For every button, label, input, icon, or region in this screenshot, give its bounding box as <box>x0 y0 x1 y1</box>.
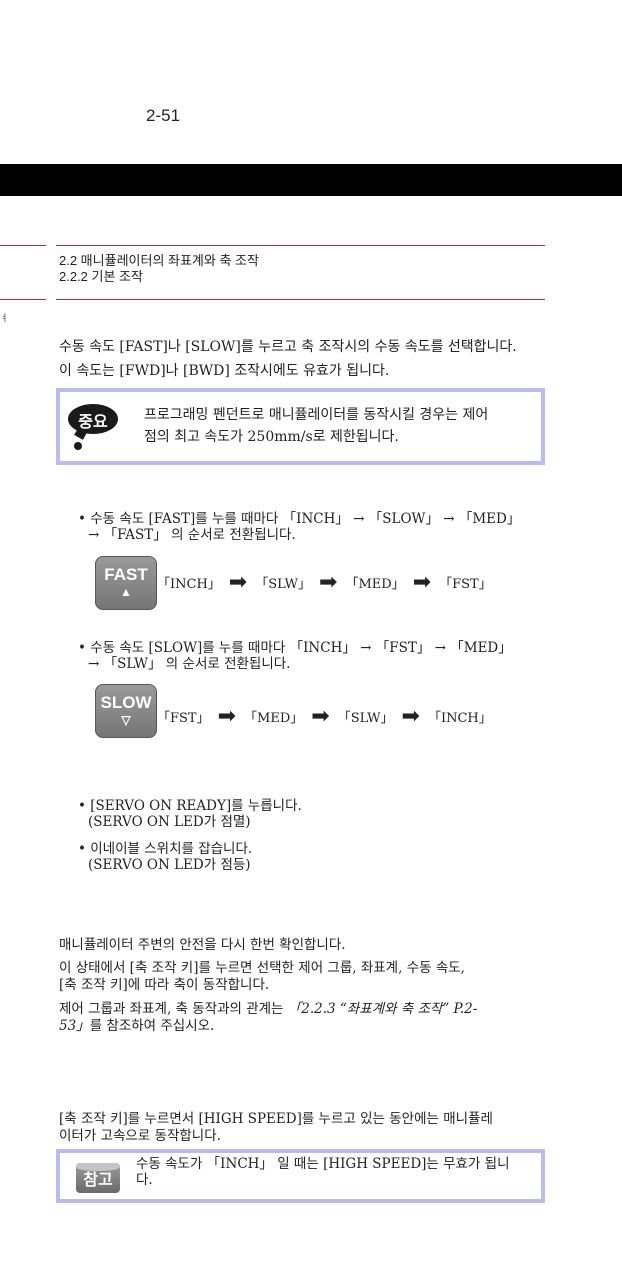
right-arrow-icon: ➡ <box>311 704 330 729</box>
slow-seq-item: 「INCH」 <box>427 711 492 726</box>
right-arrow-icon: ➡ <box>412 570 432 595</box>
intro-line-1: 수동 속도 [FAST]나 [SLOW]를 누르고 축 조작시의 수동 속도를 … <box>59 339 517 355</box>
important-note-box: 중요 프로그래밍 펜던트로 매니퓰레이터를 동작시킬 경우는 제어 점의 최고 … <box>56 388 545 465</box>
safety-line-1: 매니퓰레이터 주변의 안전을 다시 한번 확인합니다. <box>59 937 346 953</box>
cross-reference-link-end[interactable]: 53」 <box>59 1018 90 1034</box>
right-arrow-icon: ➡ <box>228 570 248 595</box>
important-line-2: 점의 최고 속도가 250mm/s로 제한됩니다. <box>144 429 399 445</box>
reference-line-2: 다. <box>136 1172 153 1188</box>
slow-key-button: SLOW ▽ <box>95 684 157 738</box>
header-bar <box>0 164 622 196</box>
important-icon-label: 중요 <box>78 412 108 431</box>
margin-mark: ㅕ <box>0 314 9 324</box>
important-line-1: 프로그래밍 펜던트로 매니퓰레이터를 동작시킬 경우는 제어 <box>144 407 489 423</box>
slow-seq-item: 「MED」 <box>244 711 304 726</box>
section-rule-bottom <box>56 299 545 300</box>
important-note-text: 프로그래밍 펜던트로 매니퓰레이터를 동작시킬 경우는 제어 점의 최고 속도가… <box>144 404 539 448</box>
reference-line-1: 수동 속도가 「INCH」 일 때는 [HIGH SPEED]는 무효가 됩니 <box>136 1156 510 1172</box>
high-speed-line-2: 이터가 고속으로 동작합니다. <box>59 1128 221 1144</box>
fast-sequence: 「INCH」 ➡ 「SLW」 ➡ 「MED」 ➡ 「FST」 <box>157 570 492 595</box>
safety-line-5: 53」를 참조하여 주십시오. <box>59 1018 559 1034</box>
left-rule-top <box>0 245 46 246</box>
intro-line-2: 이 속도는 [FWD]나 [BWD] 조작시에도 유효가 됩니다. <box>59 363 390 379</box>
safety-line-5-suffix: 를 참조하여 주십시오. <box>89 1018 215 1034</box>
slow-seq-item: 「FST」 <box>157 711 210 726</box>
fast-seq-item: 「FST」 <box>439 577 492 592</box>
fast-bullet-line-1: • 수동 속도 [FAST]를 누를 때마다 「INCH」 → 「SLOW」 →… <box>78 511 521 527</box>
slow-sequence: 「FST」 ➡ 「MED」 ➡ 「SLW」 ➡ 「INCH」 <box>157 704 492 729</box>
slow-bullet-line-2: → 「SLW」 의 순서로 전환됩니다. <box>88 656 291 672</box>
right-arrow-icon: ➡ <box>401 704 420 729</box>
subsection-title: 2.2.2 기본 조작 <box>59 269 143 284</box>
fast-bullet-line-2: → 「FAST」 의 순서로 전환됩니다. <box>88 527 296 543</box>
fast-key-up-icon: ▲ <box>120 585 132 599</box>
fast-seq-item: 「SLW」 <box>255 577 312 592</box>
page-number: 2-51 <box>146 106 181 125</box>
left-rule-bottom <box>0 299 46 300</box>
slow-bullet-line-1: • 수동 속도 [SLOW]를 누를 때마다 「INCH」 → 「FST」 → … <box>78 640 512 656</box>
safety-line-4: 제어 그룹과 좌표계, 축 동작과의 관계는 「2.2.3 “좌표계와 축 조작… <box>59 1001 559 1017</box>
fast-seq-item: 「MED」 <box>345 577 405 592</box>
right-arrow-icon: ➡ <box>217 704 237 729</box>
fast-key-button: FAST ▲ <box>95 556 157 610</box>
safety-line-3: [축 조작 키]에 따라 축이 동작합니다. <box>59 977 270 993</box>
important-icon: 중요 <box>66 402 122 452</box>
slow-key-label: SLOW <box>100 693 152 712</box>
servo-line-1: • [SERVO ON READY]를 누릅니다. <box>78 798 302 814</box>
servo-line-4: (SERVO ON LED가 점등) <box>88 857 251 873</box>
reference-note-box: 참고 수동 속도가 「INCH」 일 때는 [HIGH SPEED]는 무효가 … <box>56 1149 545 1203</box>
reference-note-text: 수동 속도가 「INCH」 일 때는 [HIGH SPEED]는 무효가 됩니 … <box>136 1156 536 1188</box>
cross-reference-link[interactable]: 「2.2.3 “좌표계와 축 조작” P.2- <box>287 1001 478 1017</box>
safety-line-2: 이 상태에서 [축 조작 키]를 누르면 선택한 제어 그룹, 좌표계, 수동 … <box>59 960 465 976</box>
high-speed-line-1: [축 조작 키]를 누르면서 [HIGH SPEED]를 누르고 있는 동안에는… <box>59 1111 493 1127</box>
fast-key-label: FAST <box>104 565 148 584</box>
safety-line-4-prefix: 제어 그룹과 좌표계, 축 동작과의 관계는 <box>59 1001 288 1017</box>
fast-seq-item: 「INCH」 <box>157 577 221 592</box>
section-rule-top <box>56 245 545 246</box>
servo-line-2: (SERVO ON LED가 점멸) <box>88 814 251 830</box>
servo-line-3: • 이네이블 스위치를 잡습니다. <box>78 841 253 857</box>
slow-key-down-icon: ▽ <box>121 713 131 727</box>
right-arrow-icon: ➡ <box>319 570 338 595</box>
reference-icon: 참고 <box>76 1163 120 1193</box>
section-title: 2.2 매니퓰레이터의 좌표계와 축 조작 <box>59 253 259 268</box>
slow-seq-item: 「SLW」 <box>337 711 394 726</box>
